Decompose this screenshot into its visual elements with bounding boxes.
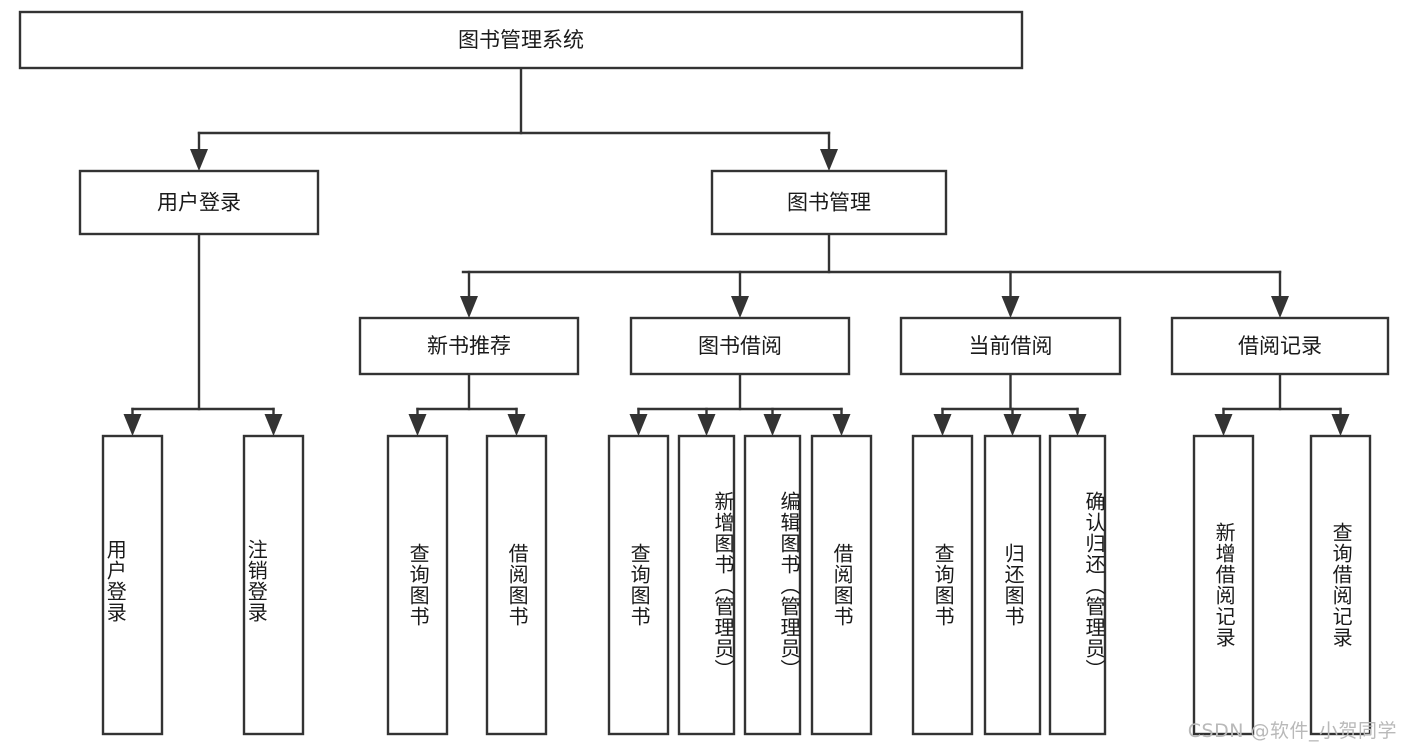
node-box-book-manage[interactable] <box>710 169 948 236</box>
node-box-new-book-rec[interactable] <box>358 316 580 376</box>
node-box-leaf-borrow-book-2[interactable] <box>810 434 873 736</box>
node-box-leaf-query-borrow-record[interactable] <box>1309 434 1372 736</box>
node-box-borrow-record[interactable] <box>1170 316 1390 376</box>
arrow-to-leaf-logout-login <box>264 414 283 436</box>
arrow-to-leaf-query-book-3 <box>933 414 952 436</box>
node-box-leaf-edit-book-admin[interactable] <box>743 434 802 736</box>
arrow-to-leaf-return-book <box>1003 414 1022 436</box>
node-label-new-book-rec: 新书推荐 <box>427 334 511 358</box>
node-box-leaf-return-book[interactable] <box>983 434 1042 736</box>
arrow-to-leaf-borrow-book-1 <box>507 414 526 436</box>
node-box-current-borrow[interactable] <box>899 316 1122 376</box>
node-label-book-manage: 图书管理 <box>787 191 871 215</box>
arrow-to-new-book-rec <box>460 296 478 318</box>
node-box-root[interactable] <box>18 10 1024 70</box>
connector-layer <box>123 66 1350 436</box>
node-label-book-borrow: 图书借阅 <box>698 334 782 358</box>
node-box-leaf-add-book-admin[interactable] <box>677 434 736 736</box>
node-box-leaf-confirm-return-admin[interactable] <box>1048 434 1107 736</box>
node-box-leaf-user-login[interactable] <box>101 434 164 736</box>
node-box-user-login[interactable] <box>78 169 320 236</box>
arrow-to-leaf-query-book-1 <box>408 414 427 436</box>
arrow-to-user-login <box>190 149 208 171</box>
arrow-to-leaf-query-book-2 <box>629 414 648 436</box>
arrow-to-leaf-confirm-return-admin <box>1068 414 1087 436</box>
node-box-layer <box>18 10 1390 736</box>
node-box-leaf-query-book-2[interactable] <box>607 434 670 736</box>
node-box-leaf-logout-login[interactable] <box>242 434 305 736</box>
arrow-to-leaf-query-borrow-record <box>1331 414 1350 436</box>
node-box-book-borrow[interactable] <box>629 316 851 376</box>
arrow-to-current-borrow <box>1001 296 1020 318</box>
arrow-to-borrow-record <box>1271 296 1289 318</box>
node-box-leaf-query-book-3[interactable] <box>911 434 974 736</box>
node-box-leaf-borrow-book-1[interactable] <box>485 434 548 736</box>
arrow-to-book-borrow <box>731 296 749 318</box>
node-label-borrow-record: 借阅记录 <box>1238 334 1322 358</box>
node-box-leaf-add-borrow-record[interactable] <box>1192 434 1255 736</box>
node-box-leaf-query-book-1[interactable] <box>386 434 449 736</box>
arrow-to-leaf-edit-book-admin <box>763 414 782 436</box>
node-label-root: 图书管理系统 <box>458 28 584 52</box>
watermark-text: CSDN @软件_小贺同学 <box>1187 720 1397 742</box>
arrow-to-book-manage <box>820 149 838 171</box>
node-label-current-borrow: 当前借阅 <box>969 334 1053 358</box>
arrow-to-leaf-add-book-admin <box>697 414 716 436</box>
node-label-user-login: 用户登录 <box>157 191 241 215</box>
arrow-to-leaf-borrow-book-2 <box>832 414 851 436</box>
arrow-to-leaf-add-borrow-record <box>1214 414 1233 436</box>
arrow-to-leaf-user-login <box>123 414 142 436</box>
